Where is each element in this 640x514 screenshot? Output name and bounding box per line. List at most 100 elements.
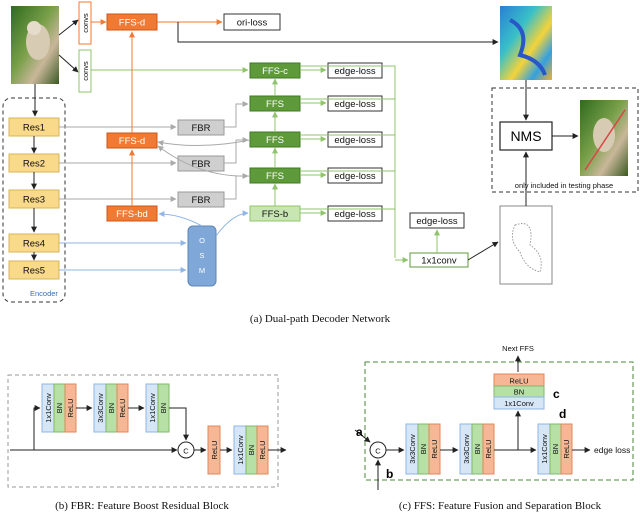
next-ffs-label: Next FFS <box>502 344 534 353</box>
svg-text:BN: BN <box>107 403 116 413</box>
svg-text:edge-loss: edge-loss <box>416 216 457 227</box>
output-image <box>580 100 628 176</box>
edge-loss-final: edge-loss <box>409 212 465 229</box>
nms-block: NMS <box>499 121 553 151</box>
svg-text:S: S <box>199 251 204 260</box>
svg-text:BN: BN <box>514 388 524 397</box>
svg-text:1x1Conv: 1x1Conv <box>148 393 157 423</box>
fbr-relu: ReLU <box>207 425 221 475</box>
svg-text:FFS: FFS <box>266 99 284 110</box>
svg-text:ReLU: ReLU <box>118 398 127 417</box>
svg-text:edge-loss: edge-loss <box>334 171 375 182</box>
svg-text:ReLU: ReLU <box>66 398 75 417</box>
svg-text:FFS: FFS <box>266 135 284 146</box>
fbr-detail-box <box>7 374 279 488</box>
svg-text:ReLU: ReLU <box>484 439 493 458</box>
svg-text:FFS-b: FFS-b <box>262 209 288 220</box>
ffs-label-d: d <box>559 407 566 421</box>
svg-text:NMS: NMS <box>510 128 541 144</box>
ffs-block-2: FFS <box>249 131 301 148</box>
svg-text:1x1Conv: 1x1Conv <box>540 434 549 464</box>
ffs-b-block: FFS-b <box>249 205 301 222</box>
encoder-label: Encoder <box>30 289 58 298</box>
osm-block: O S M <box>187 225 217 287</box>
edge-loss-2: edge-loss <box>327 95 383 112</box>
svg-text:1x1Conv: 1x1Conv <box>44 393 53 423</box>
fbr-block-1: FBR <box>177 119 225 136</box>
svg-text:FBR: FBR <box>192 159 211 170</box>
svg-text:Res3: Res3 <box>23 195 45 206</box>
ffs-stack-2: 3x3Conv BN ReLU <box>459 423 495 475</box>
fbr-concat-node: C <box>177 441 195 459</box>
svg-text:FFS-d: FFS-d <box>119 18 145 29</box>
svg-text:BN: BN <box>473 444 482 454</box>
edge-loss-5: edge-loss <box>327 205 383 222</box>
ffs-edge-loss-label: edge loss <box>594 445 630 455</box>
svg-text:ReLU: ReLU <box>430 439 439 458</box>
caption-c: (c) FFS: Feature Fusion and Separation B… <box>399 500 602 512</box>
svg-text:edge-loss: edge-loss <box>334 99 375 110</box>
res5-block: Res5 <box>8 260 60 280</box>
ori-loss-box: ori-loss <box>223 13 281 31</box>
svg-text:Res2: Res2 <box>23 159 45 170</box>
svg-text:FFS-d: FFS-d <box>119 136 145 147</box>
testing-note: only included in testing phase <box>515 181 613 190</box>
svg-text:M: M <box>199 266 205 275</box>
svg-text:O: O <box>199 236 205 245</box>
ffs-d-top-block: FFS-d <box>106 13 158 31</box>
fbr-stack-3: 1x1Conv BN <box>145 383 170 433</box>
svg-text:FFS-bd: FFS-bd <box>116 209 148 220</box>
svg-text:3x3Conv: 3x3Conv <box>96 393 105 423</box>
input-image <box>11 6 59 84</box>
res4-block: Res4 <box>8 233 60 253</box>
res3-block: Res3 <box>8 189 60 209</box>
edge-map-image <box>499 205 553 285</box>
ffs-concat-node: C <box>369 441 387 459</box>
svg-text:Res4: Res4 <box>23 239 45 250</box>
fbr-block-3: FBR <box>177 191 225 208</box>
heatmap-image <box>500 6 552 80</box>
svg-text:edge-loss: edge-loss <box>334 135 375 146</box>
svg-text:BN: BN <box>247 445 256 455</box>
ffs-bd-block: FFS-bd <box>106 205 158 222</box>
encoder-box <box>2 97 66 303</box>
ffs-block-1: FFS <box>249 95 301 112</box>
svg-text:BN: BN <box>551 444 560 454</box>
edge-loss-3: edge-loss <box>327 131 383 148</box>
svg-text:FBR: FBR <box>192 195 211 206</box>
svg-text:ReLU: ReLU <box>210 440 219 459</box>
caption-b: (b) FBR: Feature Boost Residual Block <box>55 500 229 512</box>
ffs-label-b: b <box>386 467 393 481</box>
testing-phase-box <box>491 87 639 193</box>
fbr-stack-2: 3x3Conv BN ReLU <box>93 383 129 433</box>
res2-block: Res2 <box>8 153 60 173</box>
svg-text:ReLU: ReLU <box>562 439 571 458</box>
ffs-stack-d: 1x1Conv BN ReLU <box>537 423 573 475</box>
svg-text:FFS-c: FFS-c <box>262 66 288 77</box>
svg-text:3x3Conv: 3x3Conv <box>408 434 417 464</box>
svg-text:ReLU: ReLU <box>509 377 528 386</box>
ffs-stack-c: ReLU BN 1x1Conv <box>493 373 545 410</box>
collector-lines <box>300 65 409 263</box>
svg-text:convs: convs <box>81 13 90 33</box>
edge-loss-1: edge-loss <box>327 62 383 79</box>
svg-text:C: C <box>375 447 381 456</box>
svg-text:1x1conv: 1x1conv <box>421 256 457 267</box>
ffs-d-mid-block: FFS-d <box>106 132 158 149</box>
svg-text:1x1Conv: 1x1Conv <box>504 399 534 408</box>
svg-text:BN: BN <box>55 403 64 413</box>
edge-loss-4: edge-loss <box>327 167 383 184</box>
svg-text:convs: convs <box>81 61 90 81</box>
ffs-label-c: c <box>553 387 560 401</box>
svg-text:Res1: Res1 <box>23 123 45 134</box>
svg-text:ReLU: ReLU <box>258 440 267 459</box>
conv1x1-block: 1x1conv <box>409 252 469 268</box>
ffs-c-block: FFS-c <box>249 62 301 79</box>
svg-text:Res5: Res5 <box>23 266 45 277</box>
fbr-stack-1: 1x1Conv BN ReLU <box>41 383 77 433</box>
res1-block: Res1 <box>8 117 60 137</box>
caption-a: (a) Dual-path Decoder Network <box>250 313 391 325</box>
svg-text:edge-loss: edge-loss <box>334 209 375 220</box>
svg-text:BN: BN <box>419 444 428 454</box>
